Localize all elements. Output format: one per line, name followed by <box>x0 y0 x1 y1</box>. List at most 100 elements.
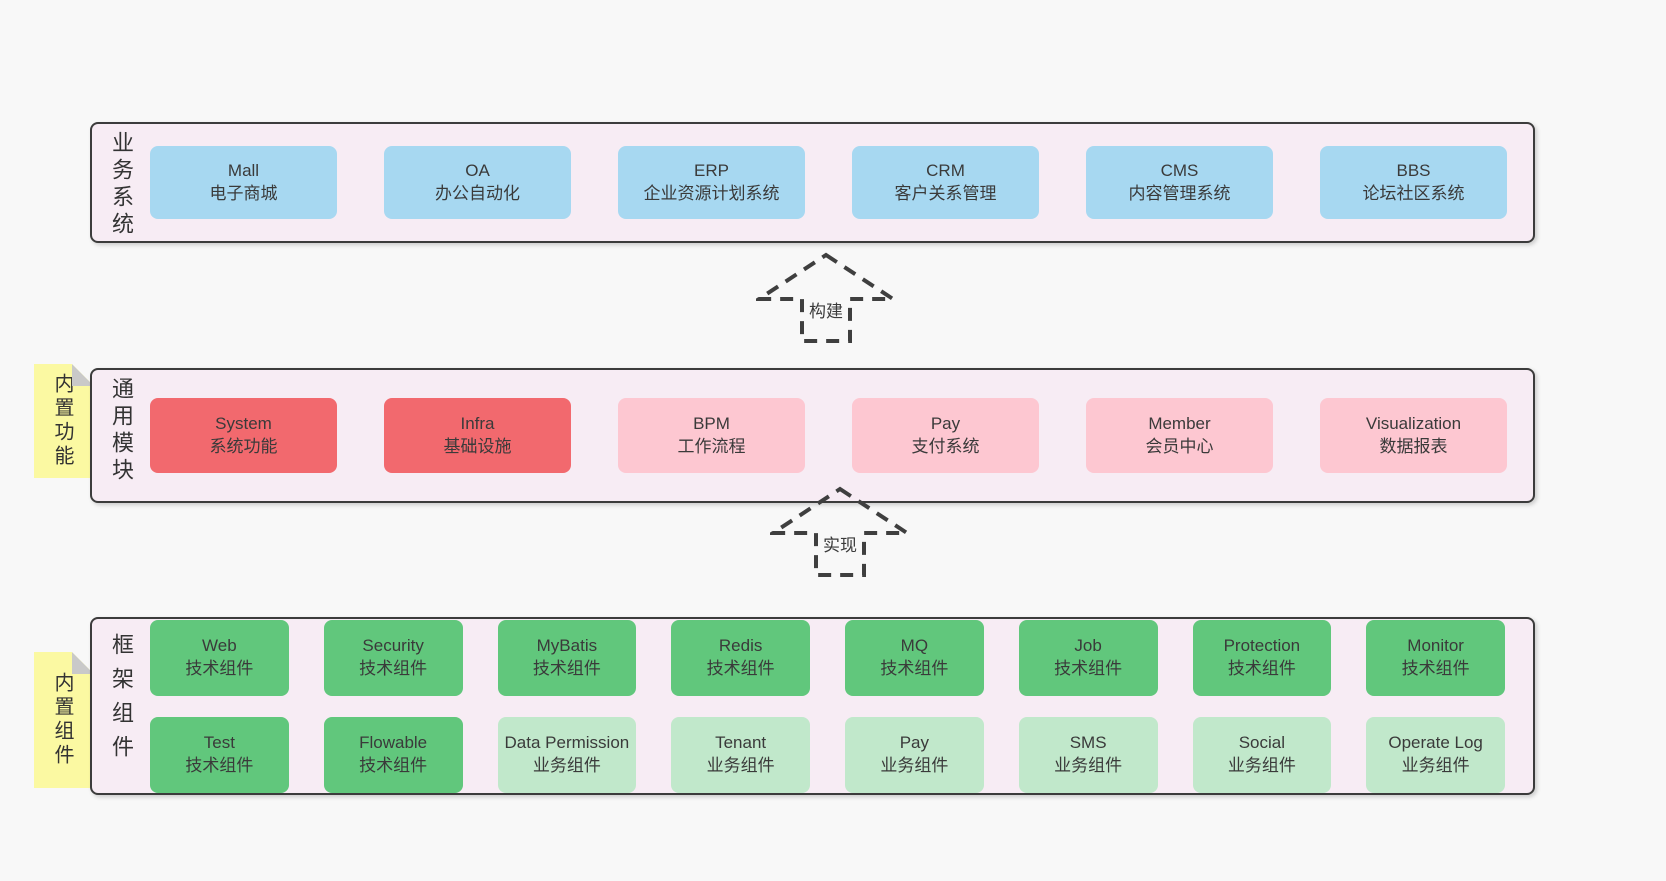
modules-box-row: System 系统功能 Infra 基础设施 BPM 工作流程 Pay 支付系统… <box>150 370 1533 501</box>
box-name: Security <box>362 636 424 656</box>
dashed-up-arrow-icon <box>756 252 896 343</box>
panel-side-label: 通用模块 <box>92 370 150 501</box>
box-name: ERP <box>694 161 729 181</box>
box-desc: 业务组件 <box>532 755 601 775</box>
box-name: Monitor <box>1407 636 1464 656</box>
box-desc: 支付系统 <box>911 436 980 456</box>
framework-components-panel: 框架组件 Web 技术组件 Security 技术组件 MyBatis 技术组件… <box>90 617 1535 795</box>
box-bbs: BBS 论坛社区系统 <box>1320 146 1507 219</box>
box-desc: 办公自动化 <box>435 183 520 203</box>
box-mq: MQ 技术组件 <box>845 619 984 696</box>
box-name: Redis <box>718 636 763 656</box>
panel-side-label: 框架组件 <box>92 619 150 793</box>
box-name: MyBatis <box>536 636 598 656</box>
build-arrow: 构建 <box>756 252 896 344</box>
sticky-note-built-in-features: 内置功能 <box>34 364 94 478</box>
box-desc: 会员中心 <box>1145 436 1214 456</box>
box-erp: ERP 企业资源计划系统 <box>618 146 805 219</box>
common-modules-panel: 通用模块 System 系统功能 Infra 基础设施 BPM 工作流程 Pay… <box>90 368 1535 503</box>
box-desc: 技术组件 <box>1227 658 1296 678</box>
box-desc: 业务组件 <box>880 755 949 775</box>
box-name: Operate Log <box>1388 733 1483 753</box>
box-visualization: Visualization 数据报表 <box>1320 398 1507 473</box>
box-desc: 工作流程 <box>677 436 746 456</box>
box-cms: CMS 内容管理系统 <box>1086 146 1273 219</box>
box-name: CMS <box>1160 161 1199 181</box>
box-name: Flowable <box>359 733 428 753</box>
box-desc: 技术组件 <box>359 755 428 775</box>
box-tenant: Tenant 业务组件 <box>671 716 810 793</box>
box-protection: Protection 技术组件 <box>1192 619 1332 696</box>
box-monitor: Monitor 技术组件 <box>1366 619 1505 696</box>
box-name: MQ <box>900 636 929 656</box>
box-name: Tenant <box>715 733 767 753</box>
components-row-1: Web 技术组件 Security 技术组件 MyBatis 技术组件 Redi… <box>150 619 1505 696</box>
box-desc: 企业资源计划系统 <box>643 183 780 203</box>
box-sms: SMS 业务组件 <box>1018 716 1158 793</box>
box-pay-component: Pay 业务组件 <box>845 716 984 793</box>
box-mybatis: MyBatis 技术组件 <box>497 619 637 696</box>
business-panel-title: 业务系统 <box>109 131 134 239</box>
box-web: Web 技术组件 <box>150 619 289 696</box>
box-desc: 内容管理系统 <box>1128 183 1231 203</box>
box-member: Member 会员中心 <box>1086 398 1273 473</box>
box-job: Job 技术组件 <box>1018 619 1158 696</box>
arrow-label: 构建 <box>806 296 846 323</box>
box-flowable: Flowable 技术组件 <box>323 716 463 793</box>
box-pay-module: Pay 支付系统 <box>852 398 1039 473</box>
note-label: 内置功能 <box>51 373 73 469</box>
box-bpm: BPM 工作流程 <box>618 398 805 473</box>
implement-arrow: 实现 <box>770 486 910 578</box>
box-oa: OA 办公自动化 <box>384 146 571 219</box>
box-name: CRM <box>926 161 965 181</box>
box-infra: Infra 基础设施 <box>384 398 571 473</box>
box-name: BBS <box>1396 161 1431 181</box>
box-crm: CRM 客户关系管理 <box>852 146 1039 219</box>
business-box-row: Mall 电子商城 OA 办公自动化 ERP 企业资源计划系统 CRM 客户关系… <box>150 124 1533 241</box>
box-name: Social <box>1238 733 1286 753</box>
box-data-permission: Data Permission 业务组件 <box>497 716 637 793</box>
arrow-label: 实现 <box>820 530 860 557</box>
box-operate-log: Operate Log 业务组件 <box>1366 716 1505 793</box>
box-desc: 技术组件 <box>880 658 949 678</box>
box-name: Infra <box>460 414 495 434</box>
box-name: Test <box>203 733 235 753</box>
box-name: Web <box>202 636 237 656</box>
box-name: BPM <box>693 414 730 434</box>
box-test: Test 技术组件 <box>150 716 289 793</box>
box-name: Job <box>1074 636 1102 656</box>
box-desc: 业务组件 <box>706 755 775 775</box>
box-name: System <box>215 414 272 434</box>
box-name: SMS <box>1069 733 1107 753</box>
box-security: Security 技术组件 <box>323 619 463 696</box>
components-panel-title: 框架组件 <box>109 633 134 769</box>
box-name: OA <box>465 161 490 181</box>
box-name: Protection <box>1223 636 1301 656</box>
box-name: Pay <box>930 414 961 434</box>
box-name: Mall <box>227 161 260 181</box>
box-desc: 业务组件 <box>1401 755 1470 775</box>
box-desc: 客户关系管理 <box>894 183 997 203</box>
box-desc: 技术组件 <box>359 658 428 678</box>
box-desc: 业务组件 <box>1227 755 1296 775</box>
sticky-note-built-in-components: 内置组件 <box>34 652 94 788</box>
box-desc: 基础设施 <box>443 436 512 456</box>
box-desc: 技术组件 <box>1401 658 1470 678</box>
box-desc: 技术组件 <box>532 658 601 678</box>
box-desc: 业务组件 <box>1054 755 1123 775</box>
note-label: 内置组件 <box>51 672 73 768</box>
box-name: Data Permission <box>504 733 630 753</box>
box-desc: 技术组件 <box>706 658 775 678</box>
box-desc: 系统功能 <box>209 436 278 456</box>
box-social: Social 业务组件 <box>1192 716 1332 793</box>
business-systems-panel: 业务系统 Mall 电子商城 OA 办公自动化 ERP 企业资源计划系统 CRM… <box>90 122 1535 243</box>
dashed-up-arrow-icon <box>770 486 910 577</box>
box-desc: 论坛社区系统 <box>1362 183 1465 203</box>
box-name: Visualization <box>1365 414 1462 434</box>
box-desc: 电子商城 <box>209 183 278 203</box>
box-desc: 技术组件 <box>1054 658 1123 678</box>
panel-side-label: 业务系统 <box>92 124 150 241</box>
box-system: System 系统功能 <box>150 398 337 473</box>
components-row-2: Test 技术组件 Flowable 技术组件 Data Permission … <box>150 716 1505 793</box>
box-mall: Mall 电子商城 <box>150 146 337 219</box>
